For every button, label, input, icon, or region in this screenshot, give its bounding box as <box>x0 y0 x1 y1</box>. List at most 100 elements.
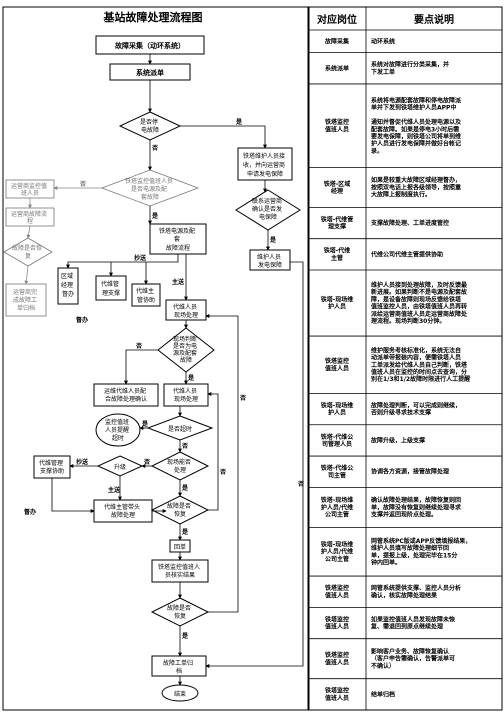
table-cell-role-line: 铁塔-现场维 <box>321 295 354 303</box>
decision-power-outage-line2: 电故障 <box>141 126 159 134</box>
table-cell-point-line: 要发电保障，则铁塔公司将单到维 <box>371 132 461 140</box>
decision-site-handle <box>150 451 210 481</box>
flow-title: 基站故障处理流程图 <box>103 10 203 24</box>
table-cell-role-line: 护人员/代维 <box>321 548 353 556</box>
node-agent-onsite-line1: 代维人员 <box>173 303 197 311</box>
decision-contact-line1: 联系运营商 <box>252 197 282 205</box>
table-row: 铁塔-代维主管 代维公司代维主管提供协助 <box>309 247 502 271</box>
node-agent-support-line1: 代维管 <box>101 280 119 288</box>
table-cell-point-line: 支撑并返回现阶点处理。 <box>370 511 437 519</box>
node-region-line3: 督办 <box>62 290 74 298</box>
table-cell-point-line: 单，提报上级，处理完毕在15分 <box>371 551 457 559</box>
node-return-ticket-label: 回单 <box>174 543 186 551</box>
node-agent-coord-line1: 代维主 <box>136 287 154 295</box>
table-cell-point-line: 新进展。如果判断不是电源及配套故 <box>371 288 468 296</box>
decision-power-outage-line1: 是否停 <box>140 118 158 126</box>
node-generator-line1: 维护人员 <box>257 253 281 261</box>
table-cell-point-line: 派给运营商值班人员走运营商故障处 <box>371 310 468 318</box>
table-cell-point: 代维公司代维主管提供协助 <box>370 250 443 258</box>
node-tower-notify-label: 铁塔维护人员接 收，并向运营商 申请发电保障 <box>243 152 287 178</box>
node-agent-onsite-label: 代维人员 现场处理 <box>173 303 199 319</box>
node-operator-flow-label: 运营商故障流 程 <box>11 210 49 225</box>
node-supervisor-lead-line1: 代维主管带头 <box>104 503 140 511</box>
decision-recovered-final-label: 故障是否 恢复 <box>167 604 193 620</box>
table-cell-role: 铁塔-区域经理 <box>324 180 351 195</box>
table-cell-role: 铁塔-代维主管 <box>324 247 351 262</box>
table-cell-role: 铁塔监控值班人员 <box>325 357 349 372</box>
node-timeout-line3: 超时 <box>112 434 124 442</box>
table-cell-point-line: 否则升级寻求技术支撑 <box>371 409 431 417</box>
node-generator-label: 维护人员 发电保障 <box>257 253 283 269</box>
table-row: 铁塔监控值班人员 结单归档 <box>325 687 395 702</box>
table-cell-role: 系统派单 <box>325 64 349 72</box>
table-cell-point-line: 通知并督促代维人员处理电源以及 <box>371 118 461 126</box>
table-cell-point-line: 值班人员在监控的时间点去查询，分 <box>371 368 467 376</box>
table-cell-role-line: 铁塔-代维 <box>324 247 351 255</box>
edge-power-yes <box>180 125 267 149</box>
node-end-label: 结束 <box>174 690 186 698</box>
table-cell-role-line: 铁塔-现场维 <box>321 496 354 504</box>
node-system-dispatch-label: 系统派单 <box>136 68 164 77</box>
decision-overtime-label: 是否超时 <box>168 425 192 433</box>
node-mgmt-support-line2: 支撑协助 <box>40 467 64 475</box>
node-power-fault-line3: 故障流程 <box>166 244 190 252</box>
table-cell-point-line: 如果监控值班人员发现故障未恢 <box>371 615 455 623</box>
label-power-yes: 是 <box>235 118 243 126</box>
table-cell-point-line: 系统将电源配套故障和停电故障派 <box>371 96 462 104</box>
table-cell-point: 系统将电源配套故障和停电故障派单并下发到铁塔维护人员APP中通知并督促代维人员处… <box>371 96 462 154</box>
table-cell-point-line: 确认故障处理结果，故障恢复则回 <box>371 496 461 504</box>
table-cell-point-line: 动派单带报装内容，便需铁塔人员 <box>371 354 461 362</box>
table-cell-point-line: 故障处理判断，可以完成则继续， <box>371 402 461 410</box>
table-cell-point-line: 动环系统 <box>371 37 395 45</box>
table-cell-role-line: 护人员/代维 <box>321 503 353 511</box>
table-cell-role-line: 铁塔监控 <box>325 584 349 592</box>
decision-power-outage-label: 是否停 电故障 <box>140 118 160 134</box>
role-table: 对应岗位 要点说明 故障采集动环系统系统派单系统对故障进行分类采集，并下发工单铁… <box>309 7 502 710</box>
decision-operator-recovered-label: 故障是否恢 复 <box>12 244 44 260</box>
node-operator-archive-line3: 单归档 <box>17 304 35 312</box>
node-mgmt-support-assist-label: 代维管理 支撑协助 <box>39 459 65 475</box>
table-cell-point-line: 代维公司代维主管提供协助 <box>370 250 443 258</box>
label-recover-no: 否 <box>220 468 226 476</box>
table-cell-point: 故障处理判断，可以完成则继续，否则升级寻求技术支撑 <box>371 402 461 417</box>
decision-contact-line3: 电保障 <box>259 213 277 221</box>
table-cell-role: 铁塔-现场维护人员 <box>321 402 354 417</box>
table-cell-point-line: 配套故障。如果是停电3小时后需 <box>371 125 459 133</box>
table-cell-role-line: 经理 <box>331 187 343 195</box>
table-cell-role-line: 值班人员 <box>325 591 349 599</box>
node-maint-confirm-label: 运维代维人员配 合故障处理确认 <box>104 387 148 403</box>
label-cc: 抄送 <box>134 254 147 262</box>
table-cell-role-line: 铁塔监控 <box>325 615 349 623</box>
flow-frame <box>2 6 309 711</box>
node-operator-duty-line1: 运营商监控值 <box>11 182 47 190</box>
node-region-line1: 区域 <box>61 272 73 280</box>
table-cell-point-line: 系统对故障进行分类采集，并 <box>371 61 449 69</box>
label-gen-no: 否 <box>298 480 304 488</box>
table-row: 铁塔监控值班人员 维护服务考核标准化，系统无法自动派单带报装内容，便需铁塔人员工单… <box>309 346 502 394</box>
decision-site-handle-line2: 处理 <box>174 466 186 474</box>
table-cell-point: 结单归档 <box>371 690 395 698</box>
table-cell-point-line: 单并下发到铁塔维护人员APP中 <box>371 104 456 112</box>
table-cell-point-line: 大故障上报制度执行。 <box>371 191 431 199</box>
node-agent-onsite-line2: 现场处理 <box>174 311 198 319</box>
table-cell-role: 铁塔监控值班人员 <box>325 687 349 702</box>
label-lead: 主送 <box>172 278 185 286</box>
table-cell-role-line: 故障采集 <box>325 37 350 45</box>
decision-recovered-line2: 恢复 <box>174 510 186 518</box>
table-cell-point-line: 障，是设备故障则现场反馈给铁塔 <box>371 295 462 303</box>
edge-gen-archive <box>205 261 304 668</box>
node-tower-verify-label: 铁塔监控值班人 员核实结果 <box>158 563 202 579</box>
table-cell-role-line: 铁塔监控 <box>325 357 349 365</box>
table-cell-point: 协调各方资源，接管故障处理 <box>371 468 449 476</box>
table-cell-point-line: 协调各方资源，接管故障处理 <box>371 468 449 476</box>
table-cell-point: 维护服务考核标准化，系统无法自动派单带报装内容，便需铁塔人员工单派发给代维人员自… <box>370 346 470 383</box>
table-cell-point-line: 单，故障没有恢复则继续处理寻求 <box>371 503 462 511</box>
decision-recovered-line1: 故障是否 <box>167 502 191 510</box>
table-cell-role-line: 值班人员 <box>325 623 349 631</box>
node-timeout-reminder <box>95 413 141 447</box>
table-cell-role-line: 铁塔-代维公 <box>321 433 354 441</box>
